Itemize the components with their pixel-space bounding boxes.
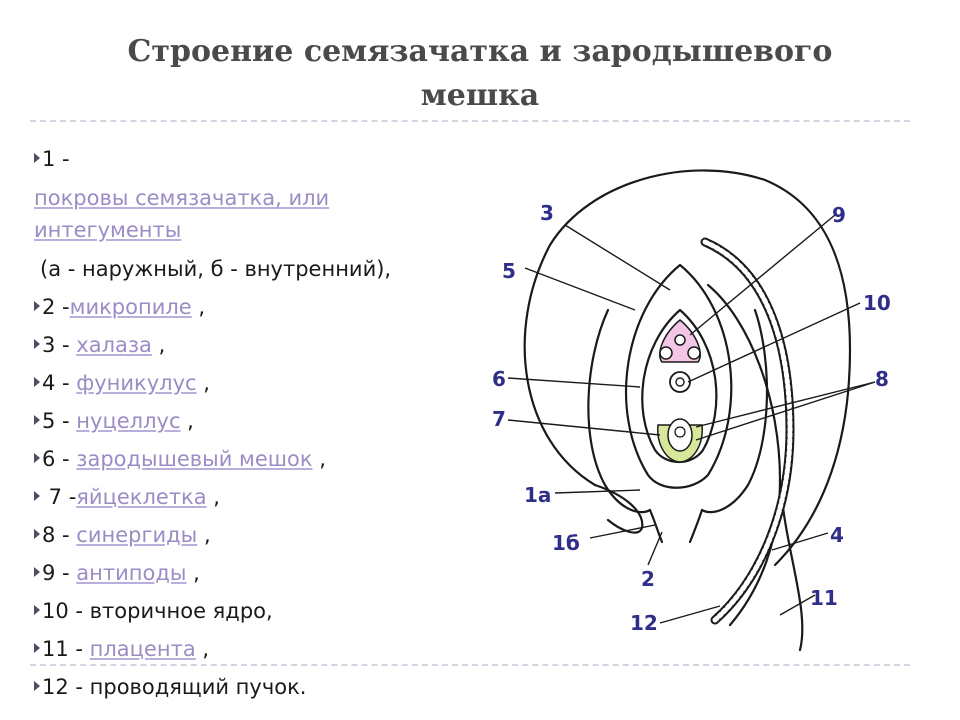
leader-lines [507,214,876,624]
list-item: 2 -микропиле , [34,292,205,322]
label-8: 8 [875,367,889,391]
label-6: 6 [492,367,506,391]
nucellus [624,263,733,489]
vascular-bundle-pattern [702,239,793,623]
egg-apparatus [657,418,703,463]
list-item: 1 - [34,144,70,174]
secondary-nucleus [669,371,691,393]
list-item: (а - наружный, б - внутренний), [40,257,392,281]
ovule-diagram: 3 5 9 10 6 8 7 1а 1б 4 2 11 12 [492,169,891,652]
bullet-arrow-icon [34,605,40,615]
bullet-arrow-icon [34,415,40,425]
link-integuments[interactable]: покровы семязачатка, или интегументы [34,186,330,242]
bullet-arrow-icon [34,643,40,653]
label-12: 12 [630,611,658,635]
list-item: 8 - синергиды , [34,520,211,550]
bullet-arrow-icon [34,681,40,691]
label-7: 7 [492,407,506,431]
list-item: 9 - антиподы , [34,558,200,588]
list-item: 4 - фуникулус , [34,368,210,398]
bullet-arrow-icon [34,453,40,463]
list-item: 5 - нуцеллус , [34,406,194,436]
list-item: 11 - плацента , [34,634,209,664]
title-line-1: Строение семязачатка и зародышевого [127,34,833,69]
list-item: 3 - халаза , [34,330,165,360]
link-embryo-sac[interactable]: зародышевый мешок [76,447,313,471]
list-item: 10 - вторичное ядро, [34,596,273,626]
label-10: 10 [863,291,891,315]
list-item: покровы семязачатка, или интегументы [34,182,474,246]
link-funiculus[interactable]: фуникулус [76,371,197,395]
footer-divider [30,664,910,666]
link-nucellus[interactable]: нуцеллус [76,409,181,433]
link-egg-cell[interactable]: яйцеклетка [76,485,207,509]
inner-integument-right [700,308,769,514]
antipodes [659,319,701,363]
link-chalaza[interactable]: халаза [76,333,152,357]
link-synergids[interactable]: синергиды [76,523,198,547]
micropyle-left [648,508,664,544]
label-5: 5 [502,259,516,283]
list-item: 12 - проводящий пучок. [34,672,306,702]
label-9: 9 [832,203,846,227]
inner-integument-left [587,308,652,514]
micropyle-right [688,508,704,544]
title-divider [30,120,910,122]
link-micropyle[interactable]: микропиле [69,295,192,319]
bullet-arrow-icon [34,529,40,539]
bullet-arrow-icon [34,153,40,163]
list-item: 7 -яйцеклетка , [34,482,220,512]
ovule-outline [523,169,852,652]
outer-integument [523,169,852,567]
outer-integument-tip [593,483,644,534]
bullet-arrow-icon [34,301,40,311]
bullet-arrow-icon [34,567,40,577]
link-antipodes[interactable]: антиподы [76,561,187,585]
label-1b: 1б [552,531,580,555]
label-11: 11 [810,586,838,610]
link-placenta[interactable]: плацента [89,637,196,661]
diagram-labels: 3 5 9 10 6 8 7 1а 1б 4 2 11 12 [492,201,891,635]
label-2: 2 [641,567,655,591]
bullet-arrow-icon [34,491,40,501]
label-4: 4 [830,523,844,547]
list-item: 6 - зародышевый мешок , [34,444,326,474]
title-line-2: мешка [420,78,540,113]
page-title: Строение семязачатка и зародышевого мешк… [40,30,920,118]
label-1a: 1а [524,483,551,507]
bullet-arrow-icon [34,377,40,387]
bullet-arrow-icon [34,339,40,349]
label-3: 3 [540,201,554,225]
